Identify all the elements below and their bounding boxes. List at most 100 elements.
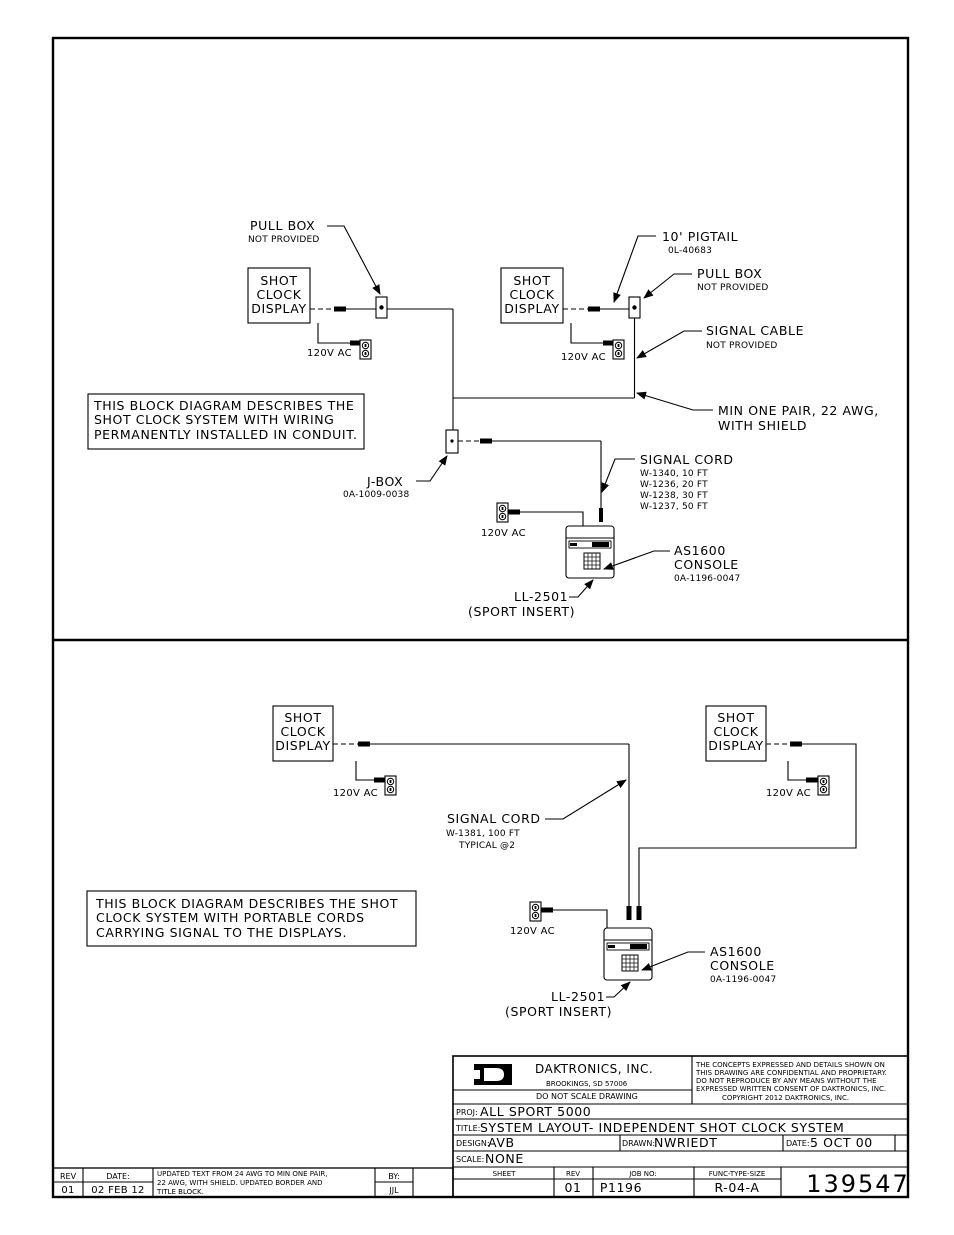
field-label: REV — [60, 1172, 77, 1181]
field-label: DRAWN: — [622, 1139, 655, 1148]
field-label: REV — [566, 1170, 580, 1178]
field-label: DESIGN: — [456, 1139, 490, 1148]
bottom-shot-clock-display-left: SHOT CLOCK DISPLAY — [272, 705, 334, 762]
pull-box-sublabel: NOT PROVIDED — [697, 283, 769, 293]
drafter: NWRIEDT — [654, 1135, 717, 1150]
signal-cord-label: SIGNAL CORD — [447, 811, 541, 826]
display-label-line: DISPLAY — [708, 738, 763, 753]
description-line: THIS BLOCK DIAGRAM DESCRIBES THE SHOT — [95, 896, 398, 911]
func-type-size: R-04-A — [715, 1180, 760, 1195]
revision-block: REV DATE: BY: 01 02 FEB 12 UPDATED TEXT … — [52, 1167, 454, 1198]
bottom-shot-clock-display-right: SHOT CLOCK DISPLAY — [705, 705, 767, 762]
revision-number: 01 — [564, 1180, 581, 1195]
display-label-line: SHOT — [513, 273, 550, 288]
console-label: AS1600 — [674, 543, 726, 558]
job-number: P1196 — [600, 1180, 642, 1195]
console-label: AS1600 — [710, 944, 762, 959]
description-line: PERMANENTLY INSTALLED IN CONDUIT. — [94, 427, 358, 442]
field-label: DATE: — [786, 1139, 810, 1148]
power-label: 120V AC — [307, 348, 352, 359]
field-label: BY: — [388, 1172, 400, 1181]
signal-cord-line: W-1238, 30 FT — [640, 491, 708, 501]
top-as1600-console — [565, 525, 615, 579]
top-j-box — [445, 429, 459, 454]
insert-label: (SPORT INSERT) — [468, 604, 575, 619]
display-label-line: CLOCK — [280, 724, 325, 739]
pull-box-label: PULL BOX — [250, 218, 315, 233]
insert-label: LL-2501 — [551, 989, 605, 1004]
pull-box-label: PULL BOX — [697, 266, 762, 281]
revision-author: JJL — [388, 1186, 399, 1195]
power-label: 120V AC — [333, 788, 378, 799]
display-label-line: CLOCK — [256, 287, 301, 302]
display-label-line: CLOCK — [713, 724, 758, 739]
display-label-line: DISPLAY — [251, 301, 306, 316]
revision-description-line: TITLE BLOCK. — [156, 1188, 204, 1196]
drawing-scale: NONE — [485, 1151, 524, 1166]
bottom-as1600-console — [603, 927, 653, 981]
field-label: JOB NO: — [628, 1170, 657, 1178]
description-line: SHOT CLOCK SYSTEM WITH WIRING — [94, 412, 334, 427]
display-label-line: SHOT — [260, 273, 297, 288]
signal-cord-line: TYPICAL @2 — [458, 841, 515, 851]
j-box-label: J-BOX — [366, 474, 403, 489]
power-label: 120V AC — [766, 788, 811, 799]
field-label: FUNC-TYPE-SIZE — [709, 1170, 766, 1178]
confidential-line: EXPRESSED WRITTEN CONSENT OF DAKTRONICS,… — [696, 1085, 886, 1093]
display-label-line: SHOT — [284, 710, 321, 725]
console-label: CONSOLE — [710, 958, 775, 973]
power-label: 120V AC — [481, 528, 526, 539]
signal-cord-line: W-1237, 50 FT — [640, 502, 708, 512]
bottom-description-box: THIS BLOCK DIAGRAM DESCRIBES THE SHOT CL… — [86, 890, 417, 947]
drawing-number: 139547 — [806, 1170, 910, 1198]
daktronics-logo — [474, 1064, 512, 1085]
signal-cord-line: W-1236, 20 FT — [640, 480, 708, 490]
power-label: 120V AC — [561, 352, 606, 363]
pigtail-sublabel: 0L-40683 — [668, 246, 712, 256]
top-pull-box-left — [375, 296, 388, 319]
description-line: CLOCK SYSTEM WITH PORTABLE CORDS — [96, 910, 365, 925]
signal-cord-label: SIGNAL CORD — [640, 452, 734, 467]
console-sublabel: 0A-1196-0047 — [674, 574, 740, 584]
description-line: THIS BLOCK DIAGRAM DESCRIBES THE — [93, 398, 354, 413]
company-location: BROOKINGS, SD 57006 — [546, 1080, 628, 1088]
pigtail-label: 10' PIGTAIL — [662, 229, 738, 244]
revision-description-line: 22 AWG, WITH SHIELD. UPDATED BORDER AND — [157, 1179, 323, 1187]
field-label: SHEET — [493, 1170, 517, 1178]
no-scale-note: DO NOT SCALE DRAWING — [536, 1092, 638, 1101]
signal-cable-label: SIGNAL CABLE — [706, 323, 804, 338]
field-label: DATE: — [106, 1172, 130, 1181]
confidential-line: THIS DRAWING ARE CONFIDENTIAL AND PROPRI… — [695, 1069, 887, 1077]
signal-cord-line: W-1381, 100 FT — [446, 829, 520, 839]
top-description-box: THIS BLOCK DIAGRAM DESCRIBES THE SHOT CL… — [87, 393, 365, 450]
display-label-line: SHOT — [717, 710, 754, 725]
designer: AVB — [488, 1135, 515, 1150]
field-label: TITLE: — [455, 1124, 480, 1133]
pull-box-sublabel: NOT PROVIDED — [248, 235, 320, 245]
confidential-line: DO NOT REPRODUCE BY ANY MEANS WITHOUT TH… — [696, 1077, 877, 1085]
confidential-line: THE CONCEPTS EXPRESSED AND DETAILS SHOWN… — [695, 1061, 885, 1069]
drawing-date: 5 OCT 00 — [810, 1135, 873, 1150]
display-label-line: DISPLAY — [504, 301, 559, 316]
console-label: CONSOLE — [674, 557, 739, 572]
top-pull-box-right — [628, 296, 641, 319]
display-label-line: CLOCK — [509, 287, 554, 302]
revision-date: 02 FEB 12 — [91, 1185, 144, 1196]
top-diagram: SHOT CLOCK DISPLAY 120V AC PULL BOX NOT … — [87, 218, 879, 619]
project-name: ALL SPORT 5000 — [480, 1104, 591, 1119]
drawing-title: SYSTEM LAYOUT- INDEPENDENT SHOT CLOCK SY… — [480, 1120, 844, 1135]
insert-label: (SPORT INSERT) — [505, 1004, 612, 1019]
signal-cable-sublabel: NOT PROVIDED — [706, 341, 778, 351]
company-name: DAKTRONICS, INC. — [535, 1062, 653, 1076]
revision-number: 01 — [61, 1185, 74, 1196]
power-label: 120V AC — [510, 926, 555, 937]
cable-spec-label: MIN ONE PAIR, 22 AWG, — [718, 403, 879, 418]
cable-spec-label: WITH SHIELD — [718, 418, 807, 433]
revision-description-line: UPDATED TEXT FROM 24 AWG TO MIN ONE PAIR… — [157, 1170, 328, 1178]
display-label-line: DISPLAY — [275, 738, 330, 753]
signal-cord-line: W-1340, 10 FT — [640, 469, 708, 479]
j-box-sublabel: 0A-1009-0038 — [343, 490, 409, 500]
field-label: SCALE: — [456, 1155, 484, 1164]
confidential-line: COPYRIGHT 2012 DAKTRONICS, INC. — [722, 1094, 849, 1102]
